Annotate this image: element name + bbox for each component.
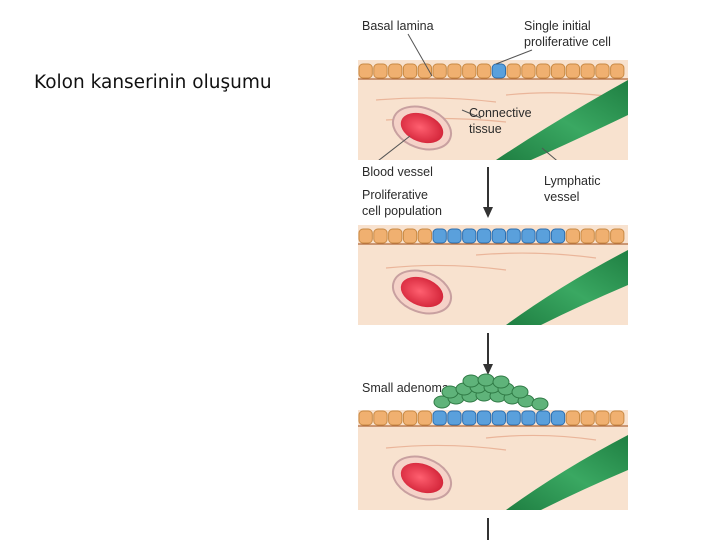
- small-adenoma-cluster: [433, 373, 549, 411]
- label-single-cell-line2: proliferative cell: [524, 35, 611, 49]
- epithelial-cell: [417, 228, 433, 244]
- epithelial-cell: [358, 410, 373, 426]
- stage-1-blood: [400, 112, 444, 144]
- epithelial-cell: [580, 228, 595, 244]
- epithelial-cell: [580, 63, 595, 79]
- proliferative-cell: [491, 63, 506, 79]
- epithelial-cell: [595, 63, 610, 79]
- proliferative-cell: [506, 410, 521, 426]
- label-prolif-pop-line1: Proliferative: [362, 188, 428, 202]
- epithelial-cell: [358, 63, 373, 79]
- label-connective-line2: tissue: [469, 122, 502, 136]
- stage-3-blood: [400, 462, 444, 494]
- adenoma-cell: [511, 385, 529, 399]
- proliferative-cell: [521, 410, 536, 426]
- proliferative-cell: [476, 228, 492, 244]
- stage-2-blood: [400, 276, 444, 308]
- stage-2-cell-layer: [358, 228, 628, 245]
- stage-3-panel: [358, 373, 628, 510]
- epithelial-cell: [447, 63, 462, 79]
- stage-3-cell-layer: [358, 410, 628, 427]
- connective-tissue-pointer: [461, 109, 482, 119]
- adenoma-cell: [531, 397, 549, 411]
- basal-lamina-pointer: [407, 33, 433, 77]
- stage-3-lymphatic-vessel: [506, 435, 628, 510]
- colon-cancer-stage-diagram: Basal lamina Single initial proliferativ…: [358, 19, 628, 540]
- proliferative-cell: [432, 410, 447, 426]
- proliferative-cell: [536, 410, 551, 426]
- epithelial-cell: [565, 63, 580, 79]
- slide-title: Kolon kanserinin oluşumu: [34, 72, 272, 93]
- epithelial-cell: [402, 228, 418, 244]
- stage-2-connective-fibers: [385, 252, 597, 271]
- epithelial-cell: [358, 228, 373, 244]
- stage-1-panel: [358, 60, 628, 160]
- epithelial-cell: [462, 63, 477, 79]
- stage-1-lymphatic-vessel: [496, 80, 628, 160]
- stage-3-connective-fibers: [385, 434, 597, 451]
- epithelial-cell: [536, 63, 551, 79]
- stage-2-panel: [358, 225, 628, 325]
- epithelial-cell: [610, 63, 625, 79]
- label-lymphatic-line2: vessel: [544, 190, 579, 204]
- proliferative-cell: [447, 410, 462, 426]
- blood-vessel-pointer: [373, 135, 411, 165]
- label-lymphatic-line1: Lymphatic: [544, 174, 601, 188]
- adenoma-cell: [492, 375, 510, 389]
- epithelial-cell: [565, 410, 580, 426]
- epithelial-cell: [580, 410, 595, 426]
- epithelial-cell: [373, 410, 388, 426]
- label-single-cell-line1: Single initial: [524, 19, 591, 33]
- label-basal-lamina: Basal lamina: [362, 19, 434, 33]
- proliferative-cell: [521, 228, 536, 244]
- adenoma-cell: [462, 374, 480, 388]
- proliferative-cell: [476, 410, 492, 426]
- proliferative-cell: [550, 410, 566, 426]
- proliferative-cell: [550, 228, 566, 244]
- arrow-1: [483, 167, 493, 218]
- adenoma-cell: [477, 373, 495, 387]
- epithelial-cell: [373, 63, 388, 79]
- label-small-adenoma: Small adenoma: [362, 381, 449, 395]
- epithelial-cell: [506, 63, 521, 79]
- epithelial-cell: [565, 228, 580, 244]
- epithelial-cell: [388, 410, 403, 426]
- label-blood-vessel: Blood vessel: [362, 165, 433, 179]
- single-cell-pointer: [495, 49, 533, 65]
- stage-1-cell-layer: [358, 63, 628, 80]
- proliferative-cell: [462, 410, 477, 426]
- epithelial-cell: [521, 63, 536, 79]
- epithelial-cell: [402, 410, 418, 426]
- epithelial-cell: [476, 63, 492, 79]
- proliferative-cell: [447, 228, 462, 244]
- proliferative-cell: [536, 228, 551, 244]
- epithelial-cell: [373, 228, 388, 244]
- epithelial-cell: [610, 410, 625, 426]
- proliferative-cell: [462, 228, 477, 244]
- label-prolif-pop-line2: cell population: [362, 204, 442, 218]
- epithelial-cell: [432, 63, 447, 79]
- epithelial-cell: [417, 410, 433, 426]
- epithelial-cell: [610, 228, 625, 244]
- epithelial-cell: [388, 63, 403, 79]
- epithelial-cell: [595, 228, 610, 244]
- epithelial-cell: [402, 63, 418, 79]
- stage-2-lymphatic-vessel: [506, 250, 628, 325]
- adenoma-cell: [441, 385, 459, 399]
- proliferative-cell: [491, 228, 506, 244]
- epithelial-cell: [388, 228, 403, 244]
- proliferative-cell: [491, 410, 506, 426]
- label-connective-line1: Connective: [469, 106, 532, 120]
- proliferative-cell: [432, 228, 447, 244]
- proliferative-cell: [506, 228, 521, 244]
- arrow-2: [483, 333, 493, 375]
- epithelial-cell: [595, 410, 610, 426]
- epithelial-cell: [550, 63, 566, 79]
